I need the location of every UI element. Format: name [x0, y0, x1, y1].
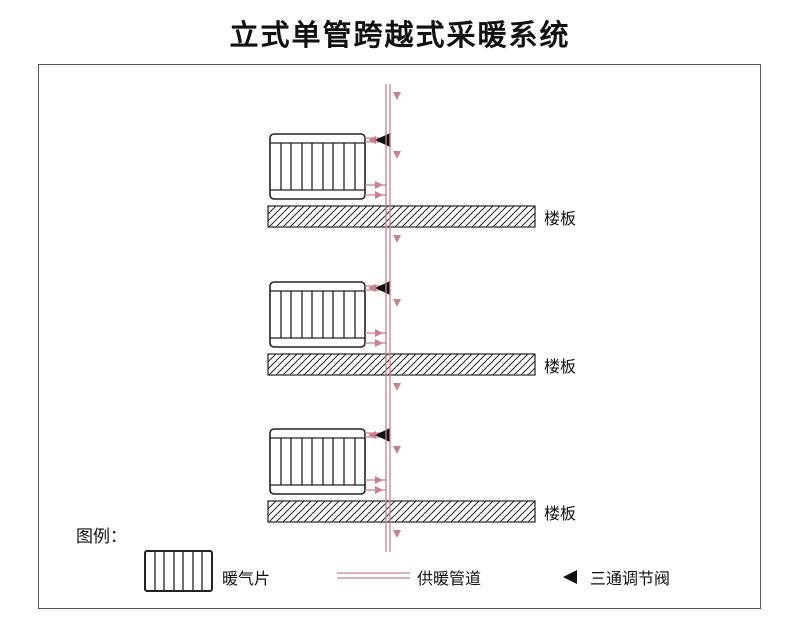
floor-unit-3: 楼板 [267, 428, 576, 538]
floor-slab [267, 205, 536, 228]
floor-slab [267, 353, 536, 376]
three-way-valve-icon [375, 133, 390, 147]
flow-arrow-right-icon [375, 181, 383, 189]
floor-slab-label: 楼板 [544, 210, 576, 228]
flow-arrow-right-icon [375, 329, 383, 337]
legend-title: 图例： [76, 527, 127, 546]
legend-radiator-label: 暖气片 [222, 570, 270, 588]
flow-arrow-right-icon [375, 339, 383, 347]
legend-valve-icon [563, 570, 577, 584]
three-way-valve-icon [375, 428, 390, 442]
floor-unit-2: 楼板 [267, 281, 576, 391]
floor-slab-label: 楼板 [544, 358, 576, 376]
flow-arrow-down-icon [393, 383, 401, 391]
three-way-valve-icon [375, 281, 390, 295]
flow-arrow-down-icon [393, 92, 401, 100]
floor-slab-label: 楼板 [544, 505, 576, 523]
flow-arrow-down-icon [393, 299, 401, 307]
page-title: 立式单管跨越式采暖系统 [229, 20, 571, 52]
legend-valve-label: 三通调节阀 [590, 570, 670, 588]
flow-arrow-right-icon [375, 476, 383, 484]
diagram-frame: 楼板 楼板 [38, 64, 761, 609]
legend: 图例： 暖气片 供暖管道 三通调节阀 [76, 527, 670, 592]
heating-system-diagram: 楼板 楼板 [76, 84, 670, 592]
radiator [269, 281, 366, 348]
flow-arrow-right-icon [375, 486, 383, 494]
flow-arrow-down-icon [393, 235, 401, 243]
supply-riser-pipe [385, 84, 401, 552]
legend-pipe-label: 供暖管道 [417, 570, 481, 588]
radiator [269, 428, 366, 495]
legend-pipe-icon [337, 572, 410, 579]
radiator [269, 133, 366, 200]
legend-radiator-icon [144, 550, 213, 592]
flow-arrow-down-icon [393, 446, 401, 454]
flow-arrow-down-icon [393, 151, 401, 159]
flow-arrow-left-icon [368, 284, 376, 292]
flow-arrow-left-icon [368, 431, 376, 439]
flow-arrow-down-icon [393, 530, 401, 538]
flow-arrow-left-icon [368, 136, 376, 144]
flow-arrow-right-icon [375, 191, 383, 199]
floor-unit-1: 楼板 [267, 133, 576, 243]
floor-slab [267, 500, 536, 523]
